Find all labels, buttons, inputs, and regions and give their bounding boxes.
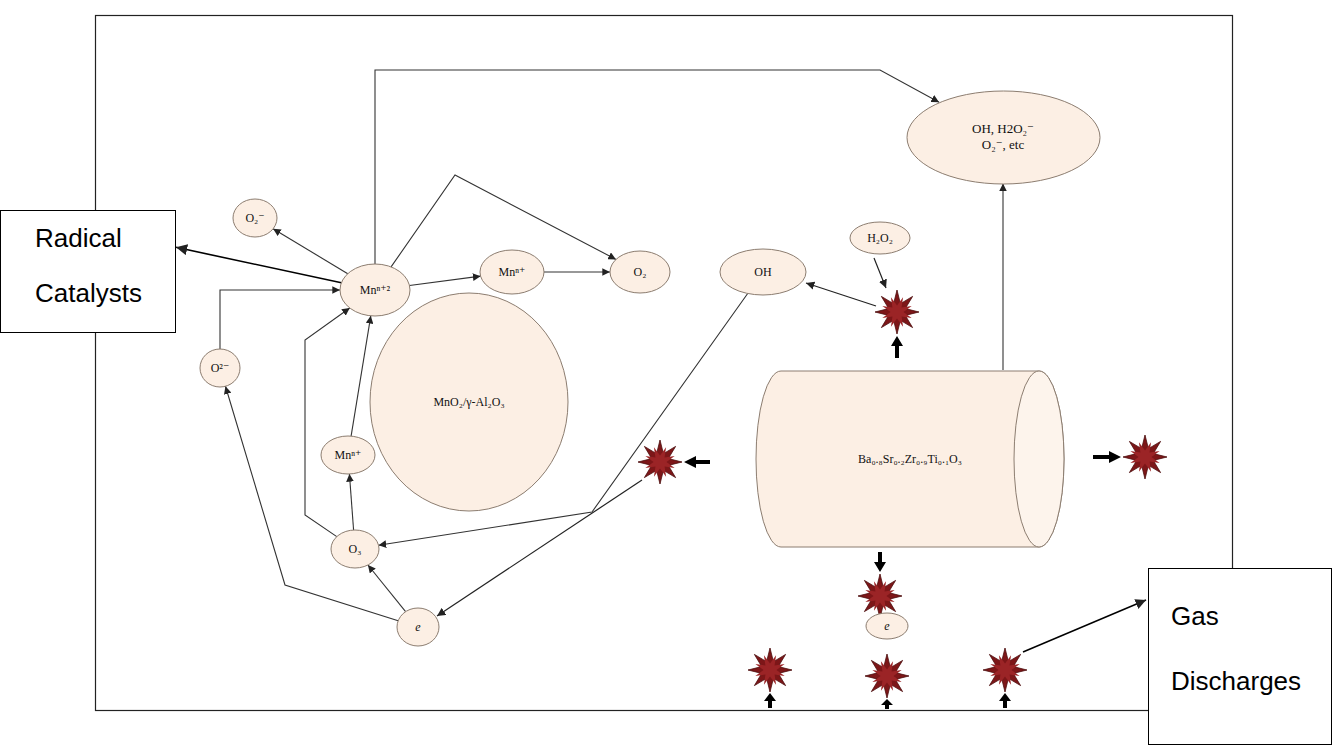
reaction-arrow: [273, 229, 348, 274]
block-arrow: [874, 552, 886, 572]
species-circle: OH: [719, 248, 807, 296]
species-circle: O²⁻: [199, 348, 241, 388]
reaction-arrow: [351, 316, 371, 436]
discharge-spark: [983, 648, 1027, 692]
electron-circle: e: [396, 607, 440, 647]
species-label: O₂: [634, 265, 647, 279]
reaction-arrow: [176, 247, 341, 282]
reaction-arrow: [1002, 184, 1003, 371]
block-arrow: [684, 456, 710, 468]
species-label: Mnⁿ⁺²: [360, 283, 390, 297]
discharge-spark: [748, 648, 792, 692]
species-label: e: [884, 619, 889, 633]
species-label: O₂⁻: [245, 211, 264, 225]
block-arrow: [881, 699, 893, 709]
product-ellipse: OH, H2O₂⁻ O₂⁻, etc: [906, 90, 1101, 185]
species-label: O²⁻: [211, 361, 230, 375]
figure-frame: [96, 16, 1233, 711]
reaction-arrow: [220, 290, 340, 349]
leader-arrow: [874, 258, 886, 288]
callout-text: Radical Catalysts: [35, 211, 165, 321]
block-arrow: [1093, 451, 1121, 463]
discharge-spark: [1123, 435, 1167, 479]
species-circle: O₃: [330, 529, 380, 569]
discharge-spark: [858, 574, 902, 618]
leader-arrow: [1023, 600, 1146, 652]
discharge-spark: [865, 654, 909, 698]
species-circle: O₂⁻: [232, 198, 278, 238]
reaction-arrow: [409, 276, 480, 285]
species-label: Ba₀.₈Sr₀.₂Zr₀.₉Ti₀.₁O₃: [858, 452, 962, 466]
reactor-cylinder: Ba₀.₈Sr₀.₂Zr₀.₉Ti₀.₁O₃: [755, 370, 1065, 548]
species-label: MnO₂/γ-Al₂O₃: [433, 395, 504, 409]
callout-box: Gas Discharges: [1148, 568, 1332, 745]
species-label: Mnⁿ⁺: [335, 448, 362, 462]
species-circle: Mnⁿ⁺: [479, 249, 545, 295]
species-label: OH, H2O₂⁻ O₂⁻, etc: [961, 121, 1045, 152]
leader-arrow: [806, 283, 876, 306]
reaction-arrow: [368, 565, 406, 612]
species-circle: Mnⁿ⁺: [320, 435, 376, 475]
species-label: O₃: [349, 542, 362, 556]
species-circle: H₂O₂: [849, 221, 911, 255]
callout-text: Gas Discharges: [1171, 584, 1321, 714]
species-label: OH: [754, 265, 771, 279]
species-label: Mnⁿ⁺: [499, 265, 526, 279]
electron-circle: e: [865, 612, 909, 640]
species-circle: Mnⁿ⁺²: [339, 263, 411, 317]
reaction-arrow: [305, 308, 350, 537]
callout-box: Radical Catalysts: [0, 210, 176, 333]
block-arrow: [764, 693, 776, 708]
catalyst-circle: MnO₂/γ-Al₂O₃: [369, 292, 569, 512]
species-label: H₂O₂: [867, 231, 893, 245]
species-circle: O₂: [609, 250, 671, 294]
block-arrow: [891, 336, 903, 358]
discharge-spark: [875, 290, 919, 334]
reaction-arrow: [544, 271, 610, 272]
block-arrow: [999, 693, 1011, 708]
reaction-arrow: [375, 70, 939, 264]
species-label: e: [415, 620, 420, 634]
reaction-arrow: [349, 474, 353, 530]
discharge-spark: [638, 440, 682, 484]
